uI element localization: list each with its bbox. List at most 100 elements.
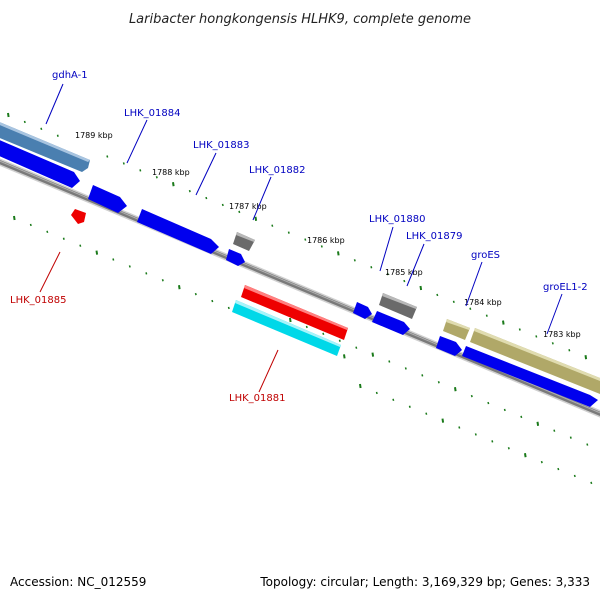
tick-mark [304, 238, 307, 241]
gene-LHK_01879-feature[interactable] [379, 293, 417, 319]
scale-label-1786: 1786 kbp [307, 236, 345, 245]
scale-labels: 1789 kbp 1788 kbp 1787 kbp 1786 kbp 1785… [75, 131, 581, 339]
scale-label-1787: 1787 kbp [229, 202, 267, 211]
scale-label-1783: 1783 kbp [543, 330, 581, 339]
tick-mark [322, 332, 325, 336]
gene-LHK_01884-feature[interactable] [0, 136, 80, 188]
tick-mark [106, 155, 109, 158]
tick-mark [359, 383, 362, 389]
tick-mark [403, 279, 406, 283]
tick-mark [469, 307, 472, 310]
gene-label-groES[interactable]: groES [471, 250, 500, 261]
gene-label-LHK_01885[interactable]: LHK_01885 [10, 295, 66, 306]
tick-mark [590, 481, 593, 485]
gene-LHK_01884b-feature[interactable] [88, 185, 127, 213]
tick-mark [421, 374, 424, 377]
tick-mark [386, 272, 389, 276]
tick-mark [507, 447, 510, 450]
tick-mark [13, 215, 16, 221]
tick-mark [194, 292, 197, 296]
scale-label-1788: 1788 kbp [152, 168, 190, 177]
gene-label-groEL1-2[interactable]: groEL1-2 [543, 282, 588, 293]
tick-mark [338, 339, 341, 342]
gene-blue-3-feature[interactable] [436, 336, 462, 356]
tick-mark [289, 317, 292, 323]
tick-mark [29, 223, 32, 227]
scale-label-1785: 1785 kbp [385, 268, 423, 277]
tick-mark [419, 285, 423, 291]
tick-mark [40, 127, 43, 131]
reverse-genes [71, 209, 348, 356]
tick-mark [161, 279, 164, 282]
tick-mark [271, 224, 274, 227]
tick-mark [172, 182, 175, 187]
tick-mark [452, 300, 455, 304]
tick-mark [487, 401, 490, 405]
tick-mark [388, 360, 391, 363]
tick-mark [392, 398, 395, 402]
gene-LHK_01882-feature[interactable] [233, 232, 255, 251]
tick-mark [370, 266, 373, 269]
tick-mark [535, 335, 538, 338]
gene-blue-4-feature[interactable] [462, 346, 598, 407]
gene-label-LHK_01880[interactable]: LHK_01880 [369, 214, 425, 225]
gene-labels: gdhA-1 LHK_01884 LHK_01883 LHK_01882 LHK… [10, 70, 588, 404]
forward-genes [0, 118, 600, 407]
tick-mark [524, 453, 527, 458]
gene-LHK_01880-feature[interactable] [372, 311, 410, 335]
gene-label-LHK_01883[interactable]: LHK_01883 [193, 140, 249, 151]
tick-mark [122, 162, 125, 165]
gene-gdhA-1-feature[interactable] [0, 118, 90, 172]
tick-mark [491, 440, 494, 443]
tick-mark [520, 415, 523, 419]
tick-mark [95, 250, 99, 255]
tick-mark [178, 285, 181, 290]
tick-mark [287, 231, 290, 234]
tick-mark [79, 244, 82, 247]
label-leader-lines [39, 83, 563, 393]
tick-mark [568, 349, 571, 352]
tick-mark [586, 443, 589, 446]
tick-mark [553, 429, 556, 432]
gene-label-gdhA-1[interactable]: gdhA-1 [52, 70, 88, 81]
gene-label-LHK_01879[interactable]: LHK_01879 [406, 231, 462, 242]
tick-mark [502, 320, 505, 325]
tick-mark [254, 216, 258, 221]
tick-mark [7, 112, 10, 118]
tick-mark [305, 325, 308, 329]
tick-mark [353, 259, 356, 262]
tick-mark [355, 346, 358, 349]
tick-mark [485, 314, 488, 317]
tick-mark [518, 328, 521, 331]
scale-label-1789: 1789 kbp [75, 131, 113, 140]
tick-mark [454, 387, 457, 392]
gene-LHK_01881-red-feature[interactable] [241, 285, 348, 340]
gene-label-LHK_01884[interactable]: LHK_01884 [124, 108, 180, 119]
gene-small-blue-1-feature[interactable] [226, 249, 245, 266]
tick-mark [470, 394, 473, 398]
gene-groES-feature[interactable] [443, 319, 470, 340]
gene-label-LHK_01881[interactable]: LHK_01881 [229, 393, 285, 404]
tick-mark [458, 426, 461, 429]
tick-mark [205, 196, 208, 200]
gene-small-blue-2-feature[interactable] [353, 302, 372, 319]
genome-summary-text: Topology: circular; Length: 3,169,329 bp… [259, 575, 590, 589]
tick-mark [188, 189, 191, 193]
tick-mark [474, 433, 477, 436]
gene-LHK_01883-feature[interactable] [137, 209, 219, 254]
tick-mark [343, 354, 346, 359]
tick-mark [437, 381, 440, 384]
gene-LHK_01885-feature[interactable] [71, 209, 86, 224]
gene-label-LHK_01882[interactable]: LHK_01882 [249, 165, 305, 176]
tick-mark [56, 134, 59, 137]
tick-mark [536, 421, 540, 426]
tick-mark [503, 408, 506, 412]
tick-mark [436, 293, 439, 297]
tick-mark [425, 412, 428, 415]
gene-LHK_01881-feature[interactable] [232, 300, 341, 356]
tick-mark [573, 474, 576, 478]
gene-groEL1-2-feature[interactable] [470, 328, 600, 398]
tick-mark [375, 391, 378, 395]
tick-mark [408, 405, 411, 408]
